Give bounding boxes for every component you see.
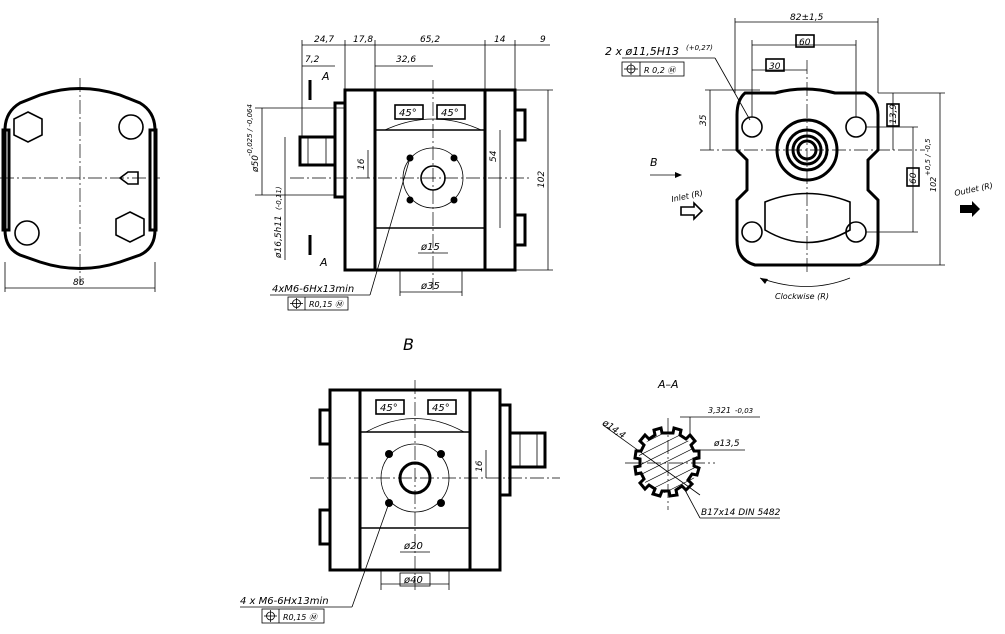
angle-45-c: 45° bbox=[380, 403, 398, 414]
thread-note-2: 4 x M6-6Hx13min bbox=[240, 596, 329, 607]
dim-24-7: 24,7 bbox=[314, 35, 334, 45]
view-b-title: B bbox=[403, 335, 414, 354]
dim-102-tol: +0,5 / -0,5 bbox=[924, 138, 932, 176]
width-82-label: 82±1,5 bbox=[790, 13, 824, 23]
section-a-top-label: A bbox=[321, 70, 330, 83]
dim-35-label: 35 bbox=[699, 114, 709, 126]
dim-86-label: 86 bbox=[73, 278, 85, 288]
view-b-arrow-label: B bbox=[650, 156, 658, 169]
section-a-a: A–A 3,321 -0,03 ø14,4 bbox=[599, 378, 781, 519]
box-13-9: 13,9 bbox=[889, 104, 899, 124]
outlet-label: Outlet (R) bbox=[954, 181, 994, 198]
dim-14: 14 bbox=[494, 35, 506, 45]
spline-dia-label: ø16,5h11 bbox=[274, 215, 284, 259]
angle-45-a: 45° bbox=[399, 108, 417, 119]
front-view: 82±1,5 60 30 2 x ø11,5H13 (+0,27) R 0,2 … bbox=[605, 13, 994, 301]
dia-35-label: ø35 bbox=[420, 281, 440, 292]
dim-102-side: 102 bbox=[537, 171, 547, 188]
spline-tol-label: (-0,11) bbox=[275, 186, 283, 210]
dia-14-4: ø14,4 bbox=[599, 418, 627, 442]
dim-17-8: 17,8 bbox=[353, 35, 373, 45]
dim-3321-tol: -0,03 bbox=[735, 407, 753, 415]
dim-7-2: 7,2 bbox=[305, 55, 320, 65]
dim-16-b: 16 bbox=[475, 460, 485, 472]
box-60-v: 60 bbox=[909, 172, 919, 184]
side-view: A A 24,7 17,8 65,2 14 9 7,2 32,6 ø50 -0,… bbox=[246, 35, 553, 311]
dim-65-2: 65,2 bbox=[420, 35, 440, 45]
thread-note-1: 4xM6-6Hx13min bbox=[272, 284, 354, 295]
dia-40-label: ø40 bbox=[403, 575, 423, 586]
dim-3321: 3,321 bbox=[708, 406, 731, 415]
view-b: B 45° 45° 16 ø20 bbox=[240, 335, 560, 624]
box-60-label: 60 bbox=[799, 38, 811, 48]
dim-16-side: 16 bbox=[357, 158, 367, 170]
dim-9: 9 bbox=[540, 35, 546, 45]
dim-32-6: 32,6 bbox=[396, 55, 416, 65]
dia-13-5: ø13,5 bbox=[713, 439, 740, 449]
dim-54: 54 bbox=[489, 150, 499, 162]
shaft-dia-label: ø50 bbox=[251, 155, 261, 173]
pos-tol-1: R0,15 Ⓜ bbox=[309, 300, 345, 309]
pos-tol-holes: R 0,2 Ⓜ bbox=[644, 66, 677, 75]
angle-45-d: 45° bbox=[432, 403, 450, 414]
rear-view: 86 bbox=[0, 78, 160, 292]
section-title: A–A bbox=[657, 378, 679, 391]
dia-15-label: ø15 bbox=[420, 242, 440, 253]
holes-note: 2 x ø11,5H13 bbox=[605, 45, 679, 58]
dim-102-front: 102 bbox=[929, 177, 938, 192]
angle-45-b: 45° bbox=[441, 108, 459, 119]
rotation-label: Clockwise (R) bbox=[775, 292, 829, 301]
section-a-bottom-label: A bbox=[319, 256, 328, 269]
holes-tol: (+0,27) bbox=[686, 44, 713, 52]
dia-20-label: ø20 bbox=[403, 541, 423, 552]
pos-tol-2: R0,15 Ⓜ bbox=[283, 613, 319, 622]
shaft-tol-label: -0,025 / -0,064 bbox=[246, 104, 254, 156]
box-30-label: 30 bbox=[769, 62, 781, 72]
inlet-label: Inlet (R) bbox=[671, 188, 704, 203]
spline-note: B17x14 DIN 5482 bbox=[701, 508, 781, 518]
